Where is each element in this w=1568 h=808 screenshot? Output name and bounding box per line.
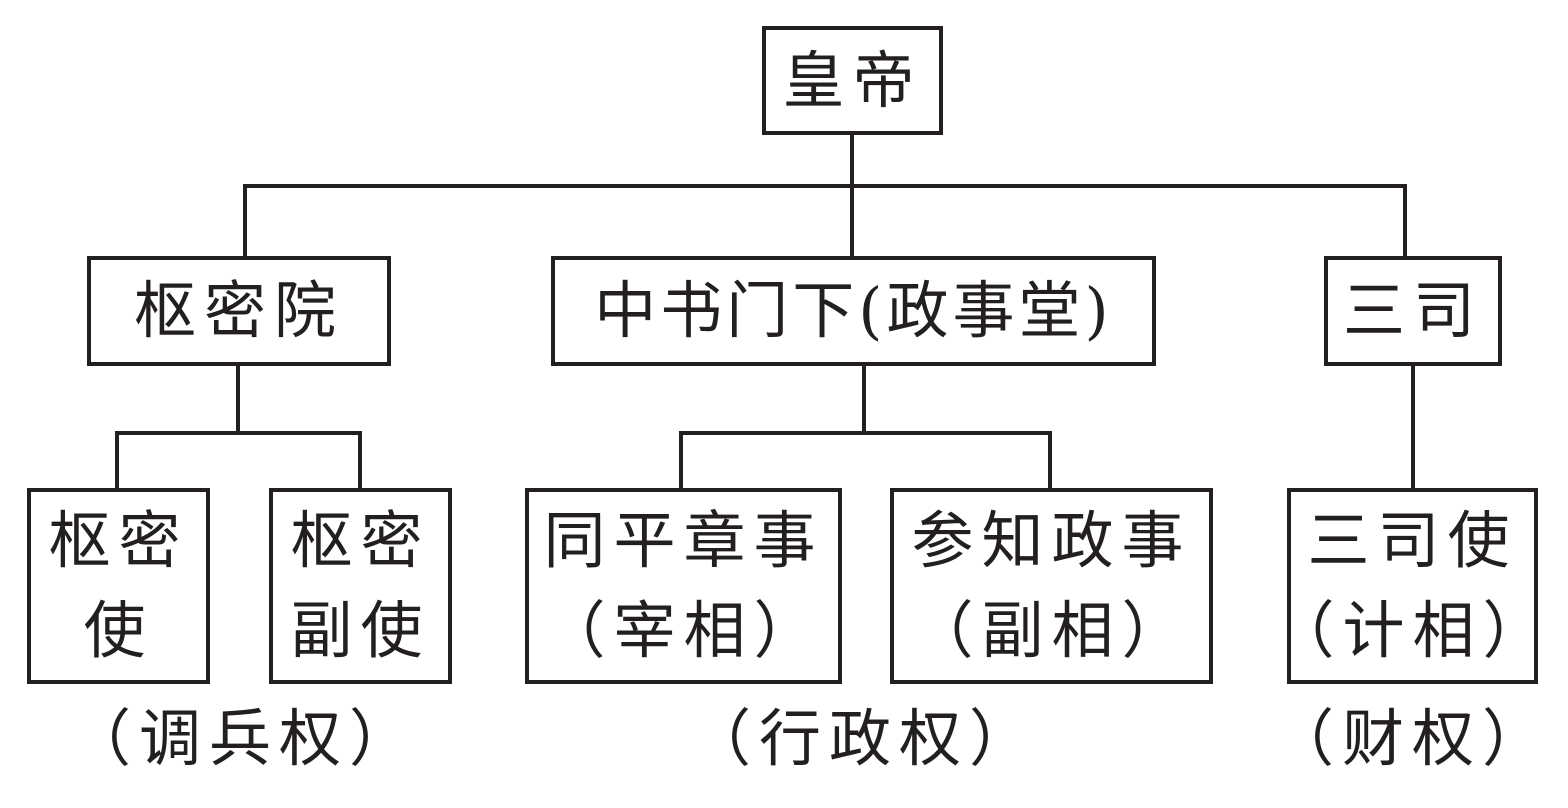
secretariat-chancellery-node: 中书门下(政事堂) xyxy=(551,256,1156,366)
emperor-node: 皇帝 xyxy=(762,26,943,135)
chief-councillor-line-2: （宰相） xyxy=(543,594,824,667)
chief-councillor-node: 同平章事 （宰相） xyxy=(525,488,842,684)
vice-councillor-line-1: 参知政事 xyxy=(911,504,1192,578)
privy-commissioner-node: 枢密 使 xyxy=(27,488,210,684)
three-offices-node: 三司 xyxy=(1324,256,1502,366)
root-connector xyxy=(243,131,1407,260)
vice-councillor-node: 参知政事 （副相） xyxy=(890,488,1213,684)
deputy-privy-commissioner-line-1: 枢密 xyxy=(290,504,431,578)
three-offices-label: 三司 xyxy=(1342,274,1483,348)
deputy-privy-commissioner-node: 枢密 副使 xyxy=(269,488,452,684)
finance-commissioner-line-2: （计相） xyxy=(1272,594,1553,667)
privy-commissioner-line-1: 枢密 xyxy=(48,504,189,578)
administrative-power-caption: （行政权） xyxy=(688,702,1040,775)
military-connector xyxy=(115,362,362,492)
deputy-privy-commissioner-line-2: 副使 xyxy=(290,594,431,667)
finance-commissioner-line-1: 三司使 xyxy=(1307,504,1518,578)
finance-commissioner-node: 三司使 （计相） xyxy=(1273,488,1545,684)
financial-power-caption: （财权） xyxy=(1271,702,1553,775)
chief-councillor-line-1: 同平章事 xyxy=(543,504,824,578)
privy-council-node: 枢密院 xyxy=(87,256,391,366)
privy-council-label: 枢密院 xyxy=(133,274,344,348)
vice-councillor-line-2: （副相） xyxy=(911,594,1192,667)
military-power-caption: （调兵权） xyxy=(68,702,420,775)
emperor-label: 皇帝 xyxy=(782,43,923,117)
privy-commissioner-line-2: 使 xyxy=(83,594,154,667)
administration-connector xyxy=(679,362,1052,492)
secretariat-chancellery-label: 中书门下(政事堂) xyxy=(594,274,1113,348)
